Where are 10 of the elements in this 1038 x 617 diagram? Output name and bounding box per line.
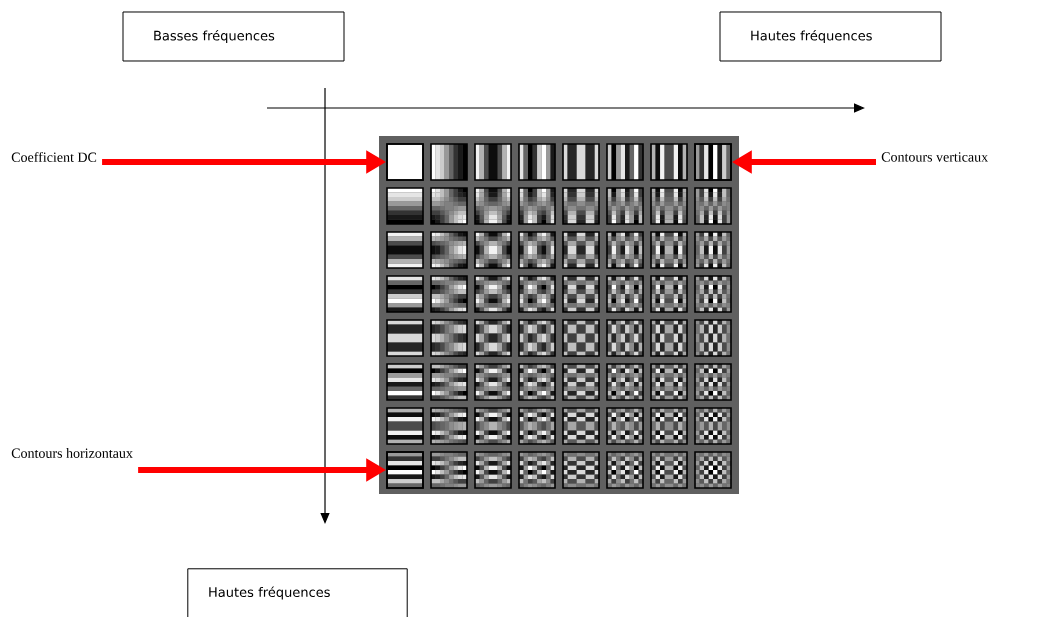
label: Coefficient DC [11, 152, 97, 162]
basis-cell [386, 143, 424, 181]
basis-cell [694, 143, 732, 181]
text-box: Basses fréquences [122, 11, 345, 62]
text-box: Hautes fréquences [719, 11, 942, 62]
label: Contours horizontaux [11, 448, 133, 458]
basis-cell [386, 451, 424, 489]
dct-basis-drawing [379, 136, 739, 494]
label: Contours verticaux [881, 152, 988, 162]
text-box: Hautes fréquences [187, 568, 408, 617]
